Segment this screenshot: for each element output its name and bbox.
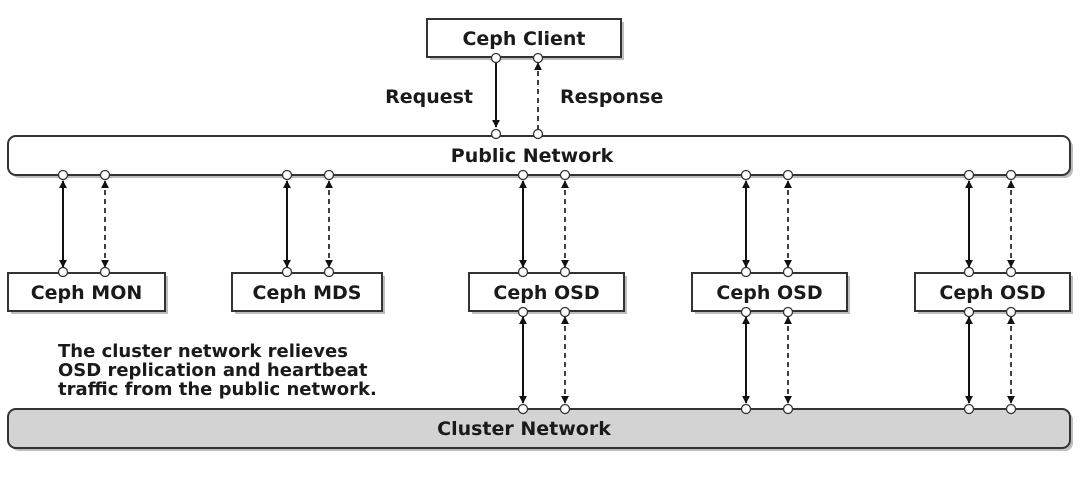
public-network-port (57, 169, 69, 181)
node-label: Ceph OSD (716, 282, 822, 304)
node-ceph-mds: Ceph MDS (231, 180, 385, 314)
client-port (532, 52, 544, 64)
public-network: Public Network (7, 135, 1073, 178)
public-network-port (963, 169, 975, 181)
node-port (517, 306, 529, 318)
public-network-port (323, 169, 335, 181)
node-port (782, 306, 794, 318)
node-port (1005, 306, 1017, 318)
cluster-network-port (740, 403, 752, 415)
public-network-port (1005, 169, 1017, 181)
node-ceph-osd: Ceph OSD (914, 180, 1073, 404)
public-network-port (99, 169, 111, 181)
node-port (963, 266, 975, 278)
node-port (782, 266, 794, 278)
ceph-client-node: Ceph Client (426, 18, 624, 60)
public-network-port (559, 169, 571, 181)
public-network-port (490, 128, 502, 140)
cluster-network: Cluster Network (7, 408, 1073, 451)
client-port (490, 52, 502, 64)
nodes-layer: Ceph MON Ceph MDS Ceph OSD Ceph OSD Ceph OSD (7, 180, 1073, 404)
cluster-network-port (782, 403, 794, 415)
node-port (740, 306, 752, 318)
cluster-network-port (517, 403, 529, 415)
note-line-2: OSD replication and heartbeat (58, 360, 368, 381)
node-label: Ceph MDS (253, 282, 362, 304)
client-links: Request Response (385, 62, 663, 130)
node-port (57, 266, 69, 278)
cluster-network-label: Cluster Network (437, 418, 611, 440)
public-network-port (532, 128, 544, 140)
node-label: Ceph OSD (939, 282, 1045, 304)
public-network-port (782, 169, 794, 181)
cluster-network-port (559, 403, 571, 415)
node-port (517, 266, 529, 278)
node-port (963, 306, 975, 318)
cluster-network-note: The cluster network relieves OSD replica… (58, 341, 377, 400)
node-port (1005, 266, 1017, 278)
ceph-client-label: Ceph Client (462, 28, 585, 50)
node-port (559, 266, 571, 278)
node-port (559, 306, 571, 318)
node-port (740, 266, 752, 278)
node-label: Ceph OSD (493, 282, 599, 304)
response-label: Response (560, 86, 663, 108)
node-port (323, 266, 335, 278)
public-network-port (281, 169, 293, 181)
node-port (281, 266, 293, 278)
node-port (99, 266, 111, 278)
ports-layer (57, 52, 1017, 415)
node-ceph-osd: Ceph OSD (468, 180, 627, 404)
node-ceph-mon: Ceph MON (7, 180, 168, 314)
public-network-port (740, 169, 752, 181)
request-label: Request (385, 86, 473, 108)
cluster-network-port (1005, 403, 1017, 415)
note-line-3: traffic from the public network. (58, 379, 377, 400)
cluster-network-port (963, 403, 975, 415)
node-label: Ceph MON (31, 282, 143, 304)
public-network-port (517, 169, 529, 181)
public-network-label: Public Network (451, 145, 614, 167)
note-line-1: The cluster network relieves (58, 341, 348, 362)
node-ceph-osd: Ceph OSD (691, 180, 850, 404)
